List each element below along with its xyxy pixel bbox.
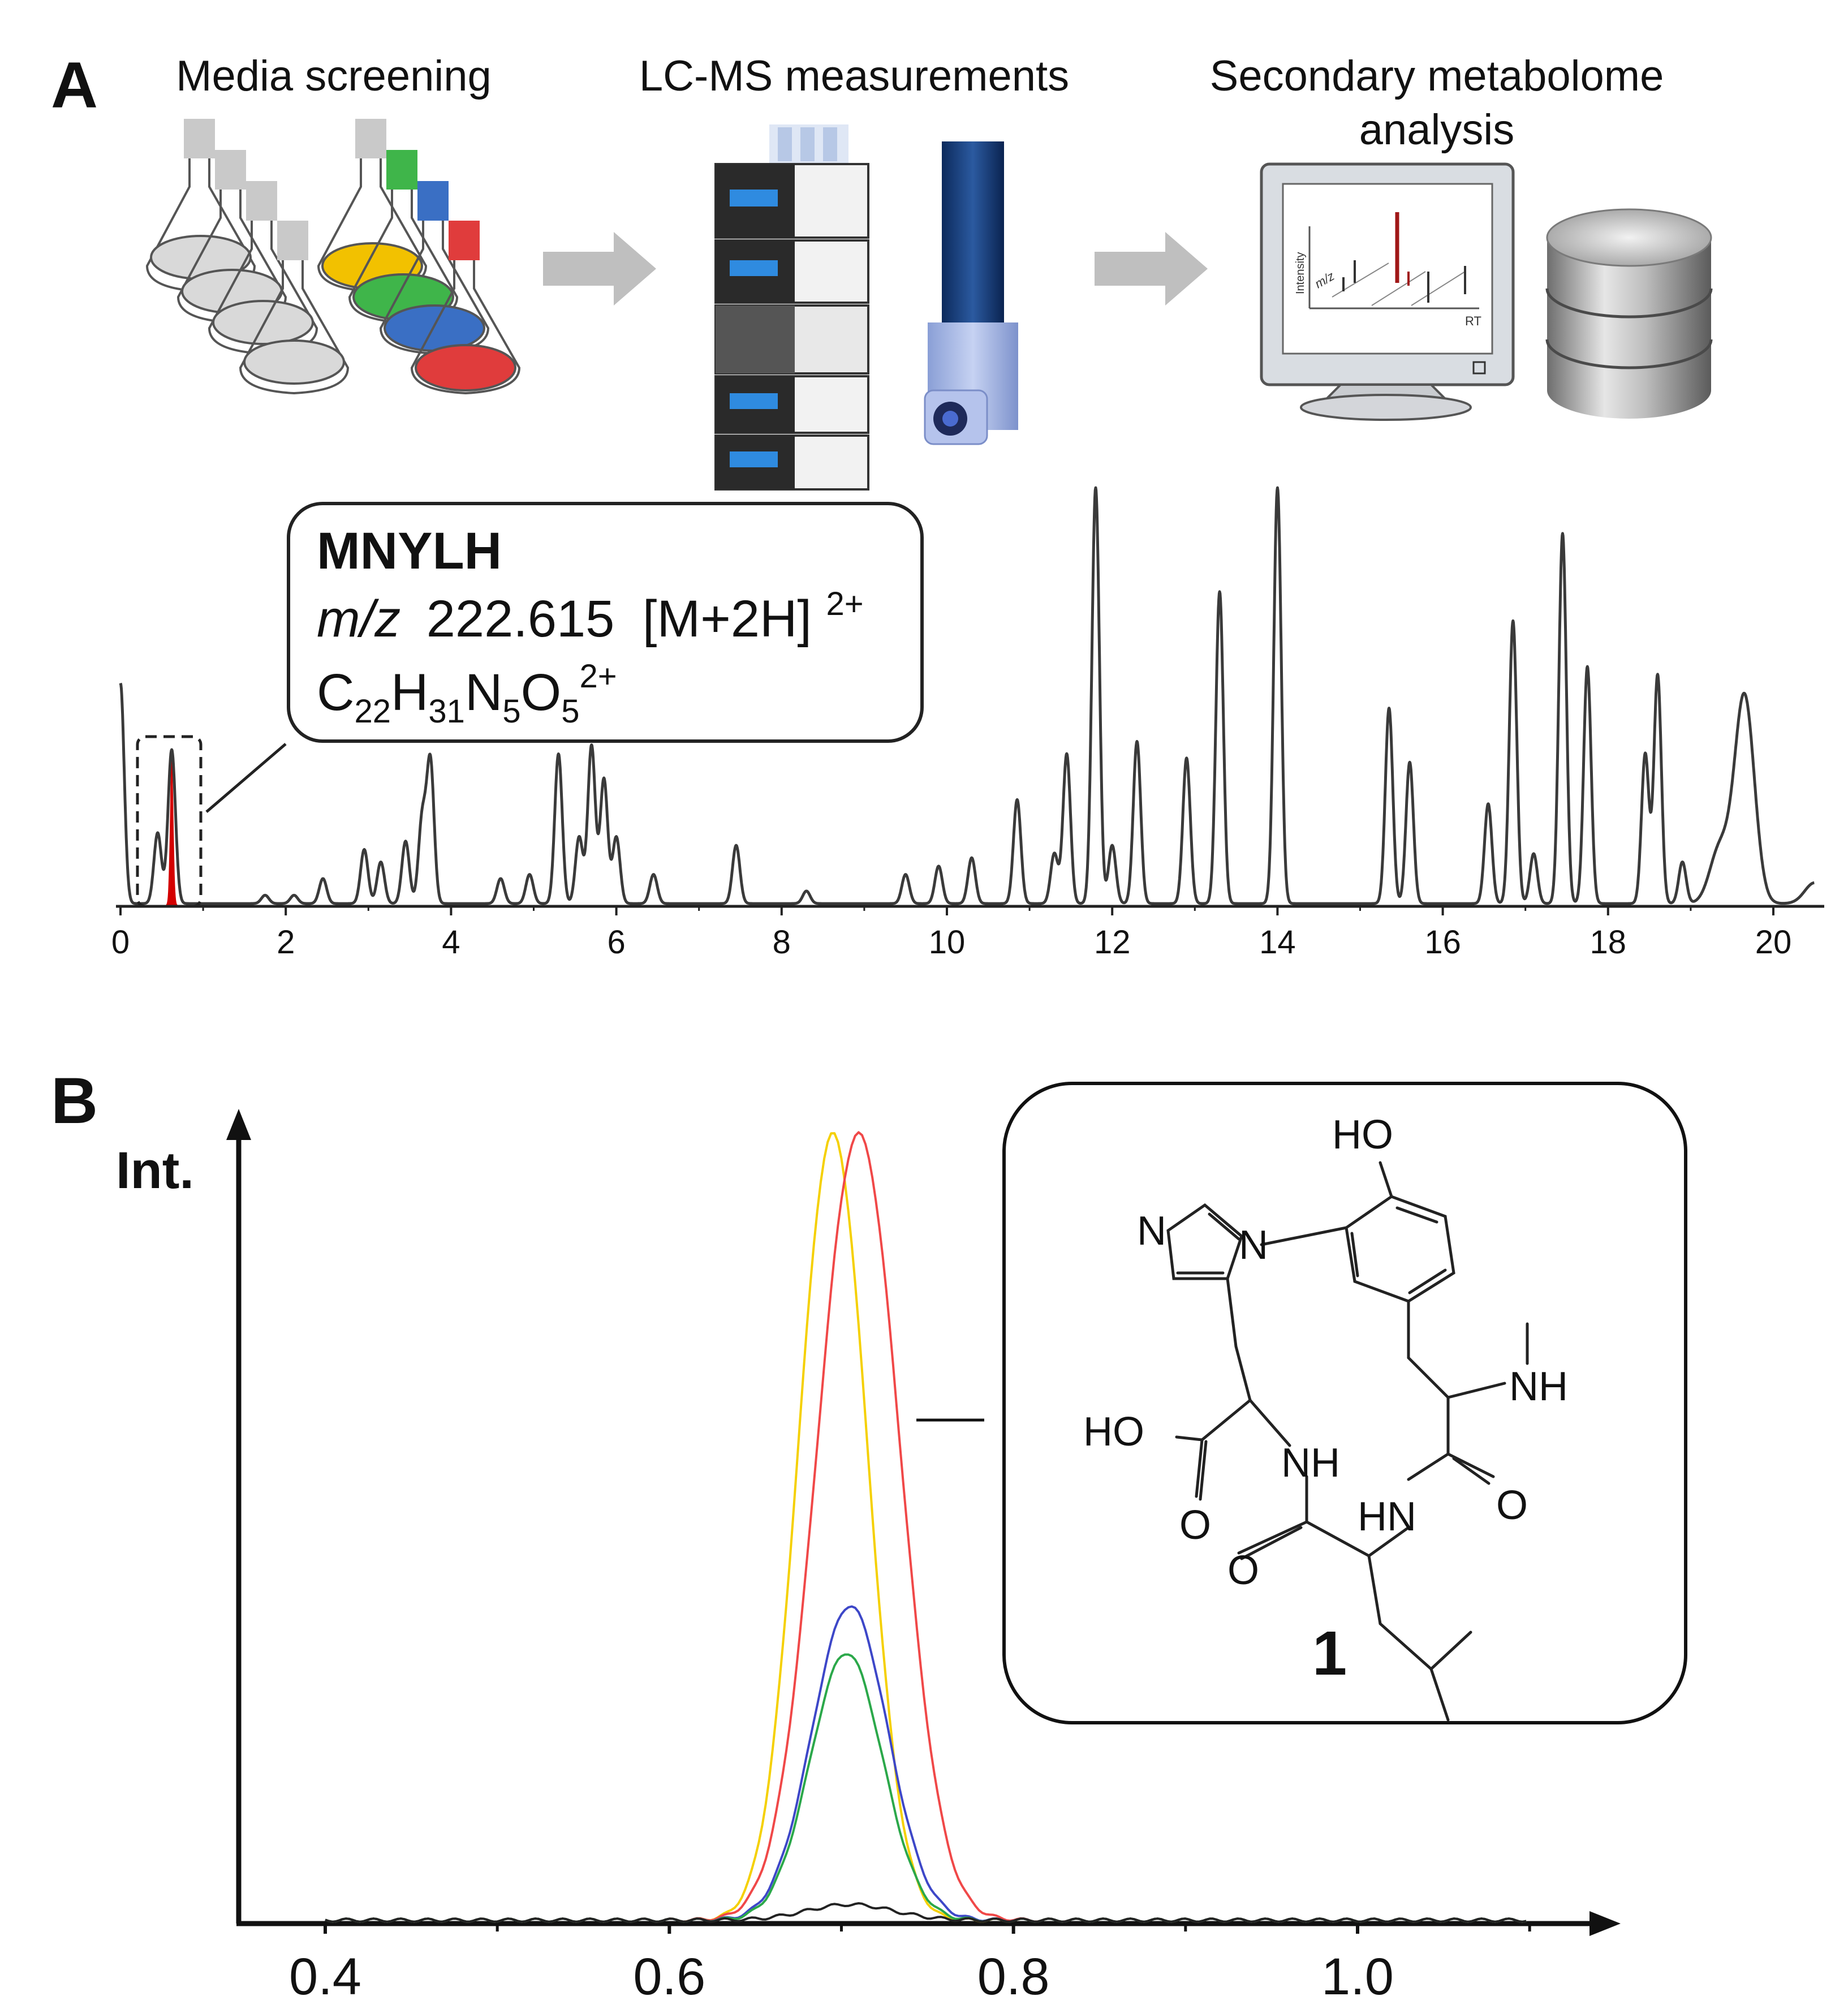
step-lcms-label: LC-MS measurements — [639, 52, 1069, 100]
x-tick-label: 0.4 — [289, 1948, 361, 2006]
atom-n-ring2: N — [1239, 1223, 1268, 1268]
atom-o-acid: O — [1179, 1503, 1211, 1548]
x-tick-label: 18 — [1590, 924, 1627, 961]
flask-icon — [348, 150, 459, 324]
eic-series-line — [325, 1902, 1527, 1923]
y-axis-arrowhead — [226, 1109, 251, 1140]
atom-n-ring1: N — [1137, 1208, 1166, 1254]
x-tick-label: 1.0 — [1321, 1948, 1394, 2006]
arrow-right-icon — [1095, 232, 1208, 306]
atom-ho-top: HO — [1332, 1112, 1393, 1158]
step-media-screening-label: Media screening — [176, 52, 492, 100]
step-metabolome-label-line2: analysis — [1359, 106, 1515, 154]
flask-icon — [239, 221, 350, 395]
highlighted-peak — [165, 751, 179, 905]
arrow-right-icon — [543, 232, 656, 306]
compound-name: MNYLH — [317, 522, 502, 580]
compound-number: 1 — [1312, 1619, 1347, 1688]
ion-charge: 2+ — [826, 586, 864, 622]
x-tick-label: 8 — [773, 924, 791, 961]
flask-icon — [410, 221, 521, 395]
colored-flask-stack — [317, 119, 521, 395]
atom-nh-methyl: NH — [1509, 1364, 1568, 1409]
mz-value: 222.615 — [427, 590, 615, 648]
flask-icon — [317, 119, 428, 293]
x-tick-label: 4 — [442, 924, 460, 961]
x-tick-label: 16 — [1424, 924, 1461, 961]
monitor-axis-rt: RT — [1465, 314, 1481, 328]
chromatogram-b: 0.4 0.6 0.8 1.0 — [226, 1109, 1621, 2006]
atom-o-amide2: O — [1496, 1483, 1528, 1528]
gray-flask-stack — [145, 119, 350, 395]
x-tick-label: 0.6 — [633, 1948, 705, 2006]
x-tick-label: 0.8 — [977, 1948, 1050, 2006]
ion-base: [M+2H] — [643, 590, 812, 648]
atom-nh-mid: NH — [1281, 1440, 1340, 1486]
flask-icon — [145, 119, 256, 293]
atom-hn-mid: HN — [1358, 1494, 1416, 1539]
callout-leader-line — [205, 743, 287, 813]
x-tick-label: 2 — [277, 924, 295, 961]
step-metabolome-label-line1: Secondary metabolome — [1210, 52, 1664, 100]
x-tick-label: 6 — [607, 924, 625, 961]
panel-a-label: A — [51, 49, 98, 122]
structure-box: HO N N NH HO NH HN O O O 1 — [1002, 1082, 1687, 1724]
atom-o-amide1: O — [1227, 1548, 1259, 1593]
y-axis-label: Int. — [116, 1142, 194, 1199]
x-tick-label: 10 — [929, 924, 966, 961]
chromatogram-trace — [119, 486, 1816, 905]
peak-highlight-box — [136, 735, 203, 908]
callout-box: MNYLH m/z 222.615 [M+2H] 2+ C22H31N5O52+ — [287, 502, 924, 743]
formula-line: C22H31N5O52+ — [317, 658, 617, 730]
chromatogram-a: 0 2 4 6 8 10 12 14 16 18 20 — [111, 486, 1824, 961]
x-tick-label: 12 — [1094, 924, 1131, 961]
x-tick-label: 14 — [1259, 924, 1296, 961]
monitor-axis-intensity: Intensity — [1294, 252, 1307, 294]
mz-line: m/z 222.615 [M+2H] 2+ — [317, 586, 864, 648]
database-icon — [1545, 208, 1713, 419]
atom-ho-acid: HO — [1083, 1409, 1144, 1455]
ms-instrument-icon — [924, 141, 1018, 445]
x-axis-arrowhead — [1589, 1911, 1621, 1936]
chemical-structure — [1166, 1161, 1529, 1722]
x-tick-label: 0 — [111, 924, 130, 961]
mz-prefix: m/z — [317, 590, 400, 648]
panel-b-label: B — [51, 1065, 98, 1137]
x-tick-label: 20 — [1755, 924, 1792, 961]
lc-instrument-icon — [714, 124, 869, 491]
monitor-icon: Intensity m/z RT — [1260, 162, 1515, 421]
